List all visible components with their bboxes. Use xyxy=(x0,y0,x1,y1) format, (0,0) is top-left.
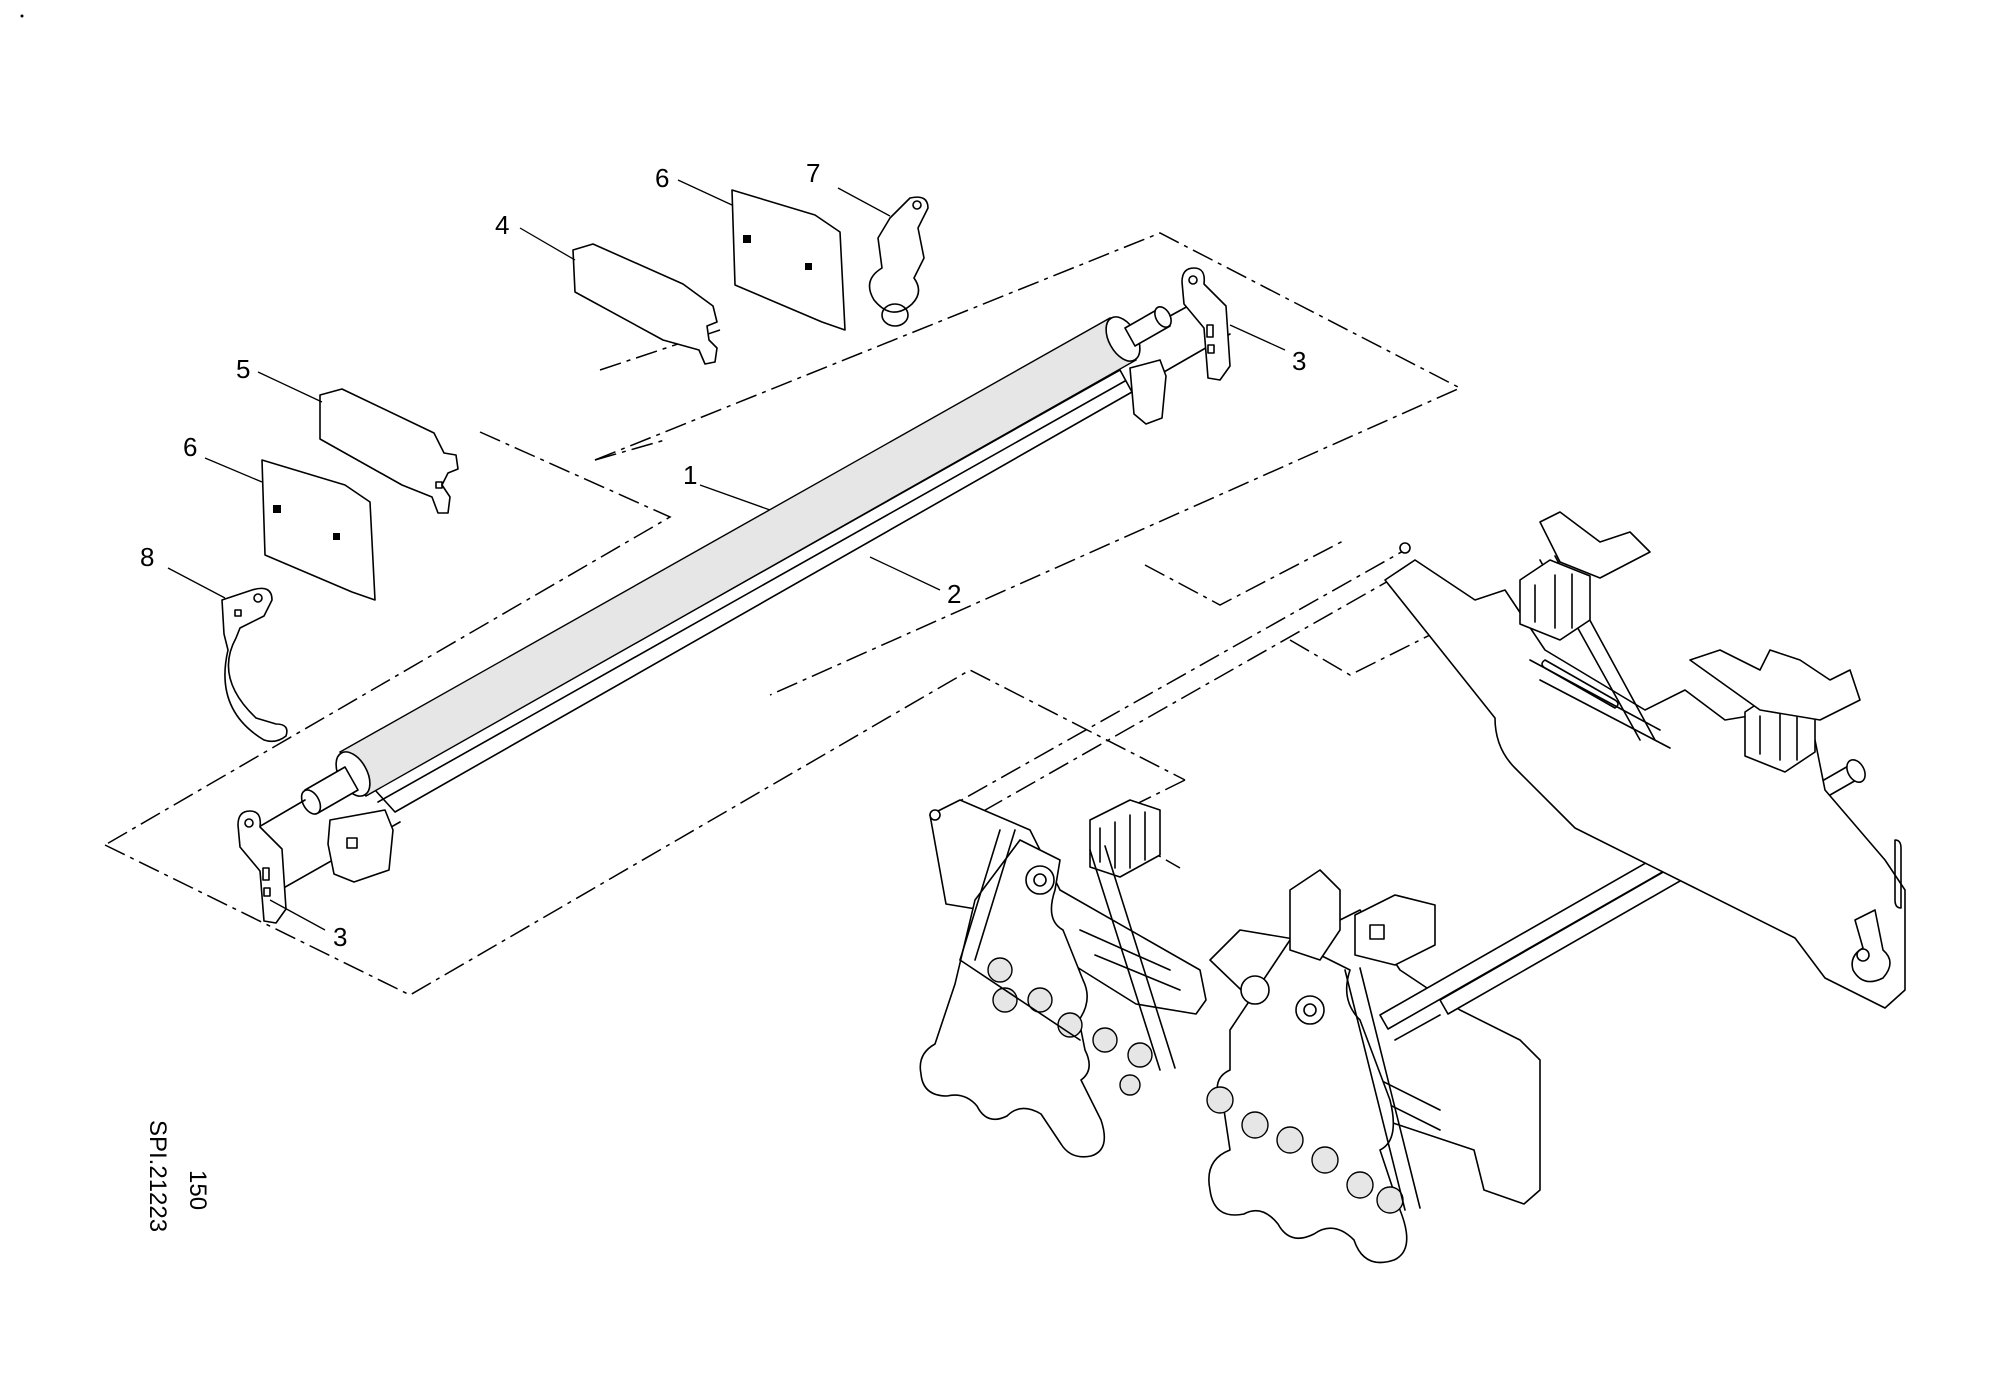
drawing-reference: SPI.21223 150 xyxy=(144,1120,211,1232)
callout-4: 4 xyxy=(495,210,509,240)
hook-bracket-8 xyxy=(221,587,288,743)
shield-plate-6-upper xyxy=(731,189,846,331)
callout-5: 5 xyxy=(236,354,250,384)
callout-labels: 1 2 3 3 4 5 6 6 7 8 xyxy=(140,158,1306,952)
leader-lines xyxy=(167,179,1286,931)
deflector-plate-4 xyxy=(572,243,718,365)
carriage-frame-assembly xyxy=(919,511,1906,1264)
callout-2: 2 xyxy=(947,579,961,609)
hook-bracket-7 xyxy=(868,196,929,327)
shield-plate-6-lower xyxy=(261,459,376,601)
bracket-right xyxy=(1181,267,1231,381)
callout-3-right: 3 xyxy=(1292,346,1306,376)
drawing-page: 150 xyxy=(184,1170,211,1210)
roller-end-plates xyxy=(327,359,1167,883)
speck xyxy=(20,14,24,18)
drawing-code: SPI.21223 xyxy=(144,1120,171,1232)
callout-3-left: 3 xyxy=(333,922,347,952)
roller-assembly xyxy=(239,293,1231,891)
assembly-boundary-lines xyxy=(104,232,1462,996)
deflector-plate-5 xyxy=(319,388,459,514)
callout-7: 7 xyxy=(806,158,820,188)
bracket-left xyxy=(237,810,287,924)
roller-tube xyxy=(339,317,1137,797)
callout-6-upper: 6 xyxy=(655,163,669,193)
callout-1: 1 xyxy=(683,460,697,490)
callout-8: 8 xyxy=(140,542,154,572)
callout-6-lower: 6 xyxy=(183,432,197,462)
